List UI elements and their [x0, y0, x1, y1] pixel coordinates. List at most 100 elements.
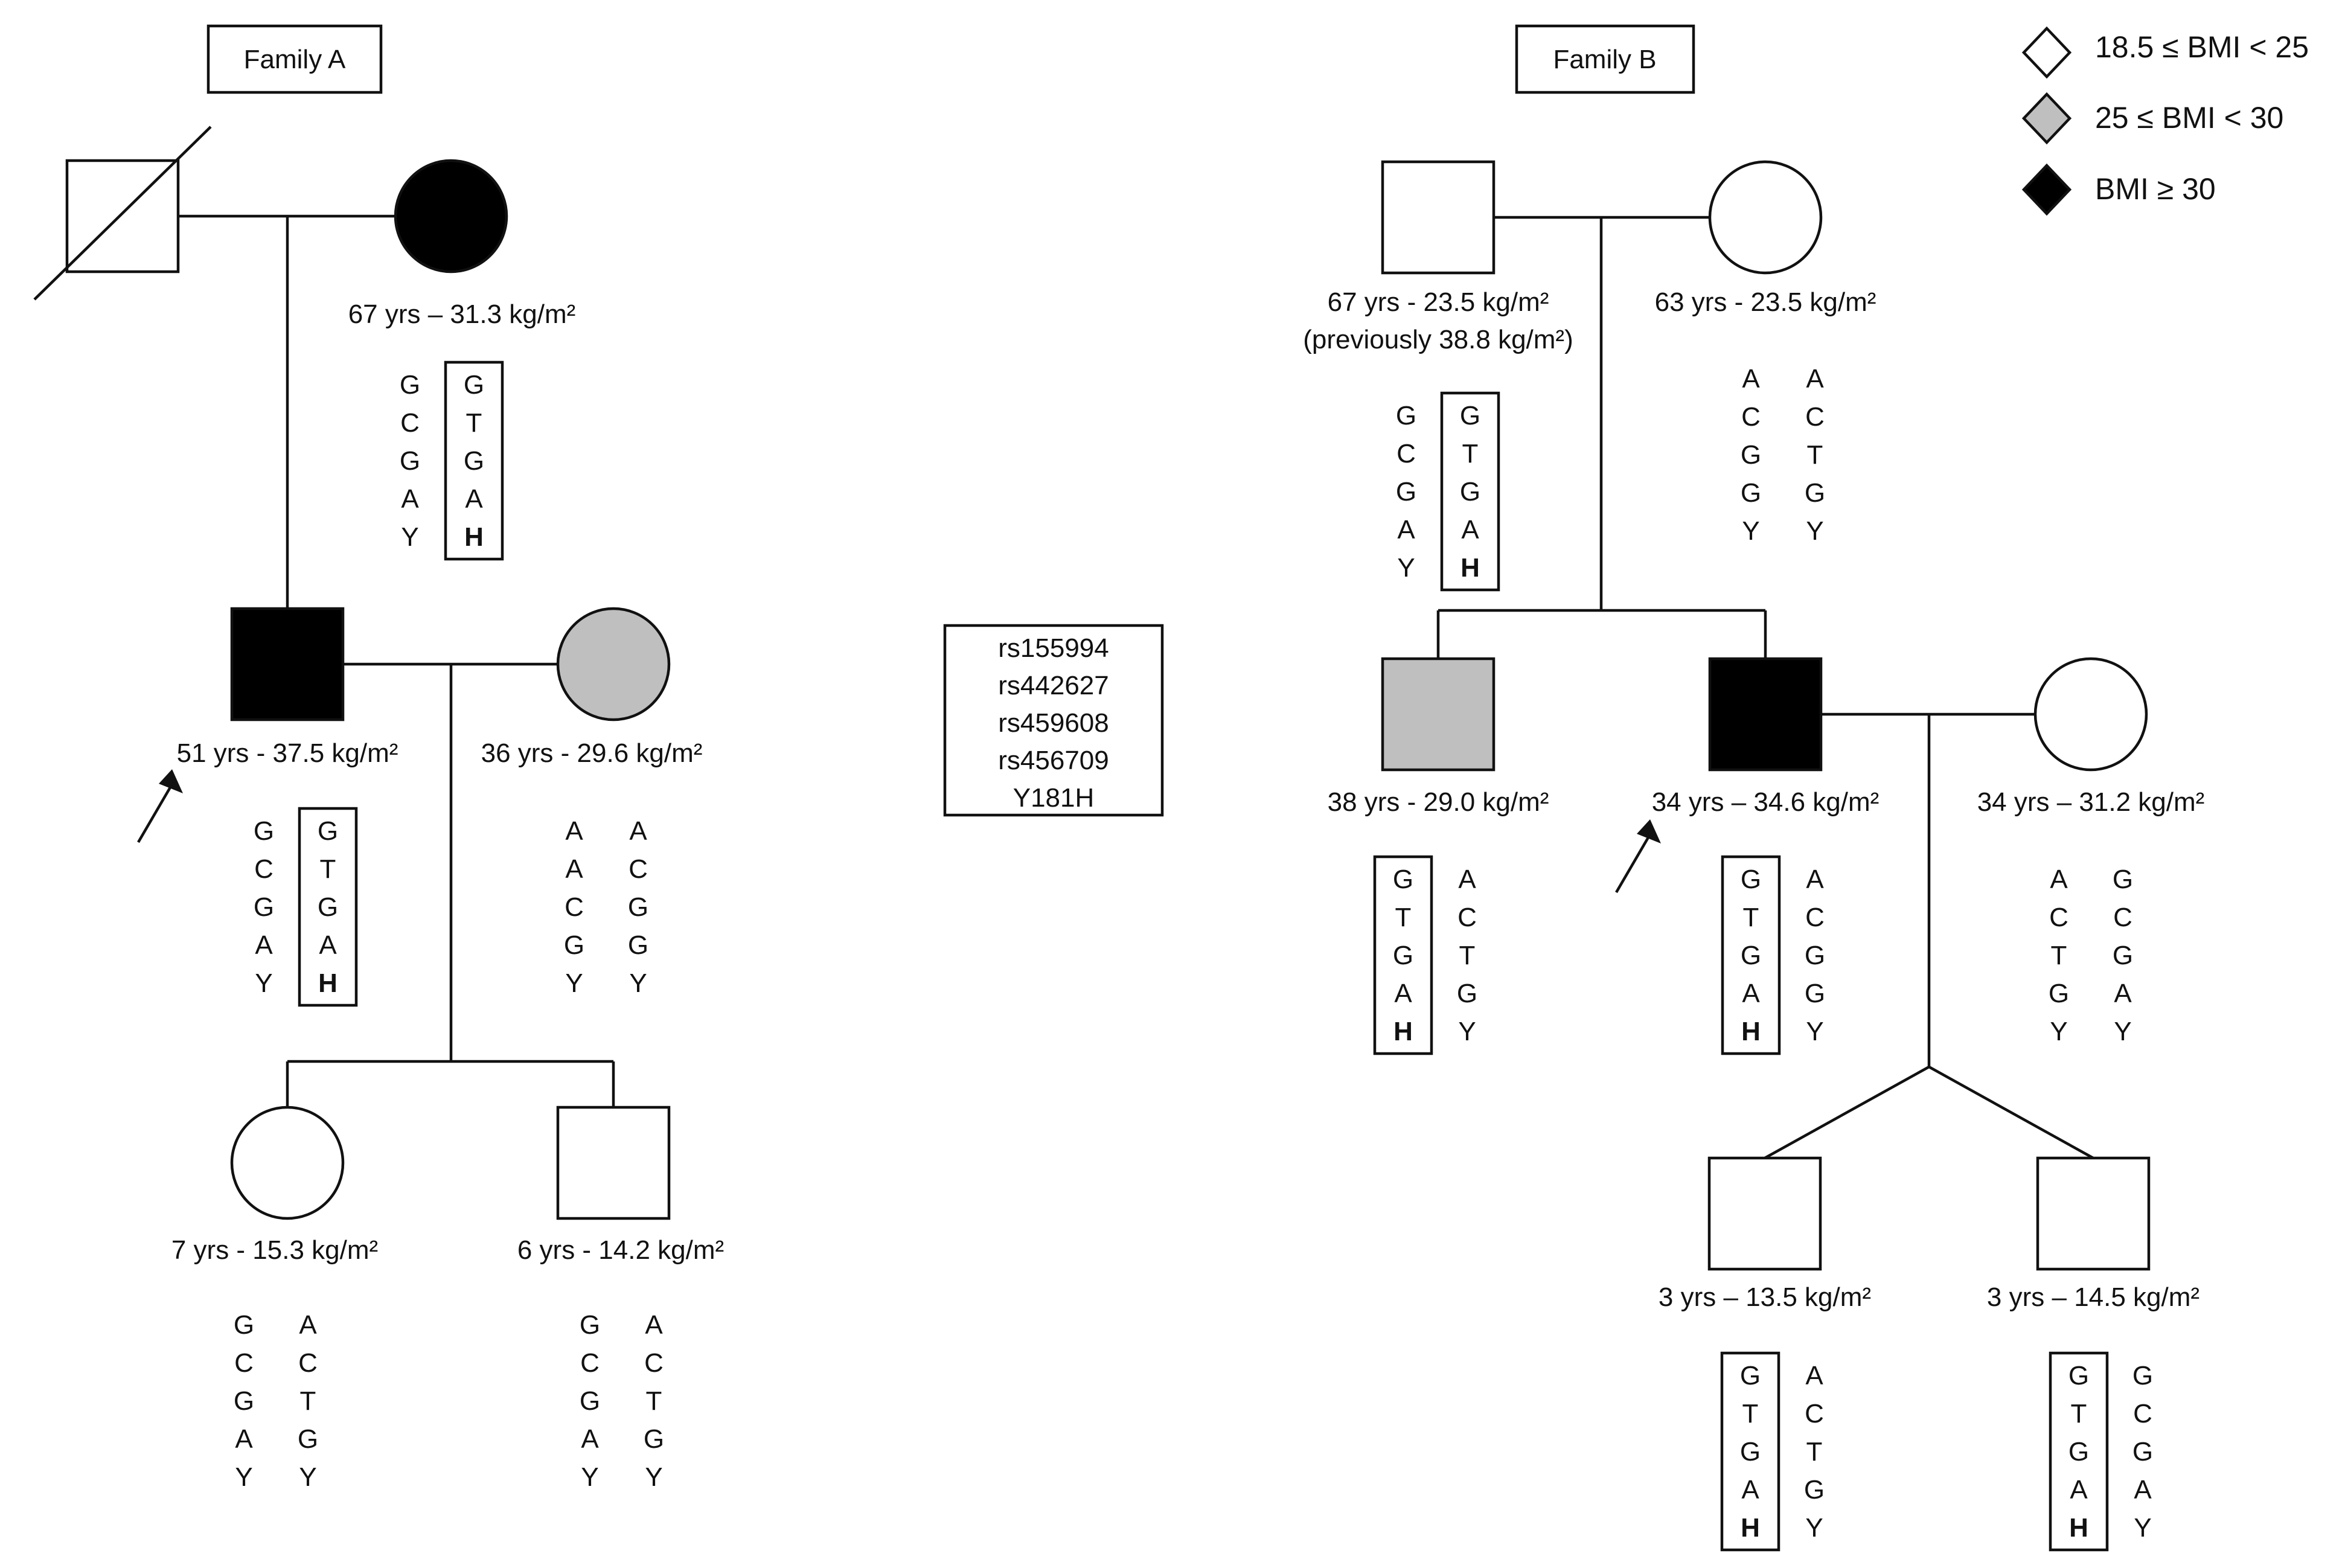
allele: Y	[2114, 1017, 2131, 1046]
snp-rs442627: rs442627	[998, 671, 1109, 700]
allele: A	[2114, 979, 2132, 1008]
allele: T	[1806, 1437, 1823, 1467]
age-bmi-label: 67 yrs – 31.3 kg/m²	[348, 299, 576, 329]
deceased-slash	[33, 126, 212, 301]
allele: G	[1393, 941, 1413, 970]
allele: C	[234, 1348, 254, 1378]
allele: H	[2069, 1513, 2088, 1543]
male-symbol	[230, 607, 345, 722]
male-symbol	[556, 1106, 671, 1220]
allele: A	[1458, 865, 1476, 894]
allele: A	[565, 854, 583, 884]
allele: G	[1741, 941, 1761, 970]
allele: G	[580, 1310, 600, 1340]
female-symbol	[230, 1106, 345, 1220]
allele: A	[255, 930, 273, 960]
allele: G	[2132, 1437, 2153, 1467]
age-bmi-label: 34 yrs – 34.6 kg/m²	[1652, 787, 1880, 817]
allele: C	[2049, 903, 2068, 932]
allele: G	[2049, 979, 2069, 1008]
individual-a-i-1	[33, 126, 212, 301]
male-symbol	[1708, 657, 1823, 772]
legend-label-obese: BMI ≥ 30	[2095, 172, 2216, 206]
allele: A	[1805, 1361, 1823, 1390]
allele: C	[2113, 903, 2132, 932]
allele: A	[1806, 364, 1824, 394]
allele: A	[319, 930, 337, 960]
allele: G	[1457, 979, 1477, 1008]
allele: G	[234, 1386, 254, 1416]
allele: G	[1740, 1361, 1761, 1390]
allele: Y	[2134, 1513, 2151, 1543]
family-a-title-box: Family A	[206, 24, 383, 94]
allele: H	[1741, 1513, 1760, 1543]
previous-bmi-label: (previously 38.8 kg/m²)	[1303, 325, 1573, 354]
allele: T	[1395, 903, 1412, 932]
twin-line-b-iii-2	[1928, 1066, 2094, 1159]
allele: C	[1805, 402, 1825, 432]
allele: G	[1805, 979, 1825, 1008]
allele: C	[580, 1348, 600, 1378]
allele: G	[2068, 1361, 2089, 1390]
proband-arrow-head	[159, 769, 183, 793]
allele: A	[2134, 1475, 2152, 1505]
allele: G	[1741, 478, 1761, 508]
legend-label-normal: 18.5 ≤ BMI < 25	[2095, 30, 2309, 64]
legend-label-overweight: 25 ≤ BMI < 30	[2095, 101, 2283, 135]
allele: T	[320, 854, 336, 884]
allele: Y	[255, 968, 272, 998]
risk-haplotype-box	[2049, 1351, 2109, 1552]
legend-swatch-obese	[2021, 163, 2072, 216]
allele: G	[400, 446, 420, 476]
allele: A	[581, 1424, 599, 1454]
allele: G	[1396, 477, 1416, 507]
allele: G	[564, 930, 584, 960]
risk-haplotype-box	[1720, 1351, 1780, 1552]
allele: A	[1742, 979, 1760, 1008]
risk-haplotype-box	[444, 360, 504, 561]
allele: G	[1396, 401, 1416, 430]
allele: G	[1460, 477, 1480, 507]
allele: Y	[2050, 1017, 2067, 1046]
snp-key-box: rs155994 rs442627 rs459608 rs456709 Y181…	[943, 624, 1164, 817]
allele: G	[254, 892, 274, 922]
allele: G	[464, 370, 484, 400]
allele: C	[254, 854, 274, 884]
male-symbol	[1381, 160, 1496, 275]
risk-haplotype-box	[1721, 855, 1781, 1055]
allele: A	[1461, 515, 1479, 545]
snp-rs456709: rs456709	[998, 746, 1109, 775]
allele: C	[1396, 439, 1416, 469]
allele: G	[2113, 865, 2133, 894]
family-b-title-box: Family B	[1515, 24, 1695, 94]
allele: A	[1806, 865, 1824, 894]
allele: Y	[401, 522, 418, 552]
allele: G	[2113, 941, 2133, 970]
allele: H	[464, 522, 484, 552]
allele: A	[299, 1310, 317, 1340]
allele: Y	[1458, 1017, 1476, 1046]
allele: G	[2068, 1437, 2089, 1467]
age-bmi-label: 6 yrs - 14.2 kg/m²	[517, 1235, 724, 1265]
allele: T	[466, 408, 482, 438]
risk-haplotype-box	[1440, 391, 1500, 592]
allele: Y	[1806, 516, 1823, 546]
allele: G	[400, 370, 420, 400]
allele: A	[645, 1310, 663, 1340]
allele: G	[1805, 478, 1825, 508]
allele: A	[1741, 1475, 1759, 1505]
allele: G	[644, 1424, 664, 1454]
